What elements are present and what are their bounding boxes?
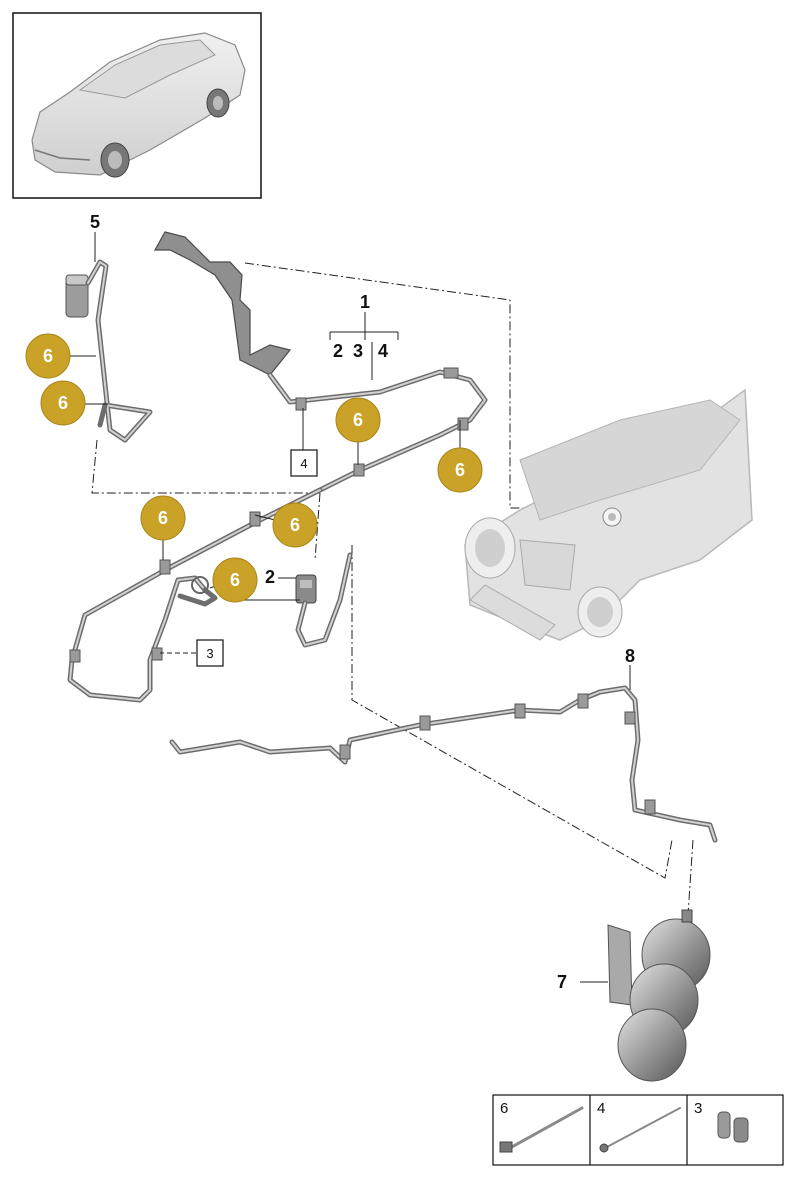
badge-6-label: 6 xyxy=(58,393,68,413)
badge-6: 6 xyxy=(40,380,86,426)
part-5-pipe xyxy=(65,259,153,443)
badge-6-label: 6 xyxy=(290,515,300,535)
badge-6-label: 6 xyxy=(455,460,465,480)
cable-tie-icon xyxy=(499,1106,584,1153)
badge-6: 6 xyxy=(272,502,318,548)
vehicle-thumbnail xyxy=(12,12,262,199)
legend-6-label: 6 xyxy=(500,1100,508,1117)
badge-6: 6 xyxy=(437,447,483,493)
middle-pipe xyxy=(67,487,323,703)
ref-box-3-label: 3 xyxy=(206,646,213,661)
pipe-clip-icon xyxy=(717,1111,749,1143)
part-2-valve xyxy=(295,552,353,648)
legend-4-label: 4 xyxy=(597,1100,605,1117)
badge-6-label: 6 xyxy=(158,508,168,528)
callout-3-sub: 3 xyxy=(353,341,363,361)
callout-2-sub: 2 xyxy=(333,341,343,361)
badge-6-label: 6 xyxy=(230,570,240,590)
badge-6-label: 6 xyxy=(353,410,363,430)
ref-box-4-label: 4 xyxy=(300,456,307,471)
badge-6-label: 6 xyxy=(43,346,53,366)
callout-5: 5 xyxy=(90,212,100,232)
badge-6: 6 xyxy=(25,333,71,379)
callout-8: 8 xyxy=(625,646,635,666)
badge-6: 6 xyxy=(140,495,186,541)
part-8-pipe xyxy=(169,685,718,843)
clamp-icon xyxy=(599,1107,681,1153)
part-1-assembly xyxy=(153,231,488,493)
legend-table: 6 4 3 xyxy=(492,1094,784,1166)
legend-3-label: 3 xyxy=(694,1100,702,1117)
ref-box-3: 3 xyxy=(196,639,224,667)
car-icon xyxy=(31,32,246,178)
ref-box-4: 4 xyxy=(290,449,318,477)
callout-4-sub: 4 xyxy=(378,341,388,361)
badge-6: 6 xyxy=(335,397,381,443)
badge-6: 6 xyxy=(212,557,258,603)
part-7-reservoir xyxy=(607,909,711,1082)
exhaust-assembly xyxy=(464,388,753,641)
callout-1: 1 xyxy=(360,292,370,312)
callout-7: 7 xyxy=(557,972,567,992)
callout-2: 2 xyxy=(265,567,275,587)
